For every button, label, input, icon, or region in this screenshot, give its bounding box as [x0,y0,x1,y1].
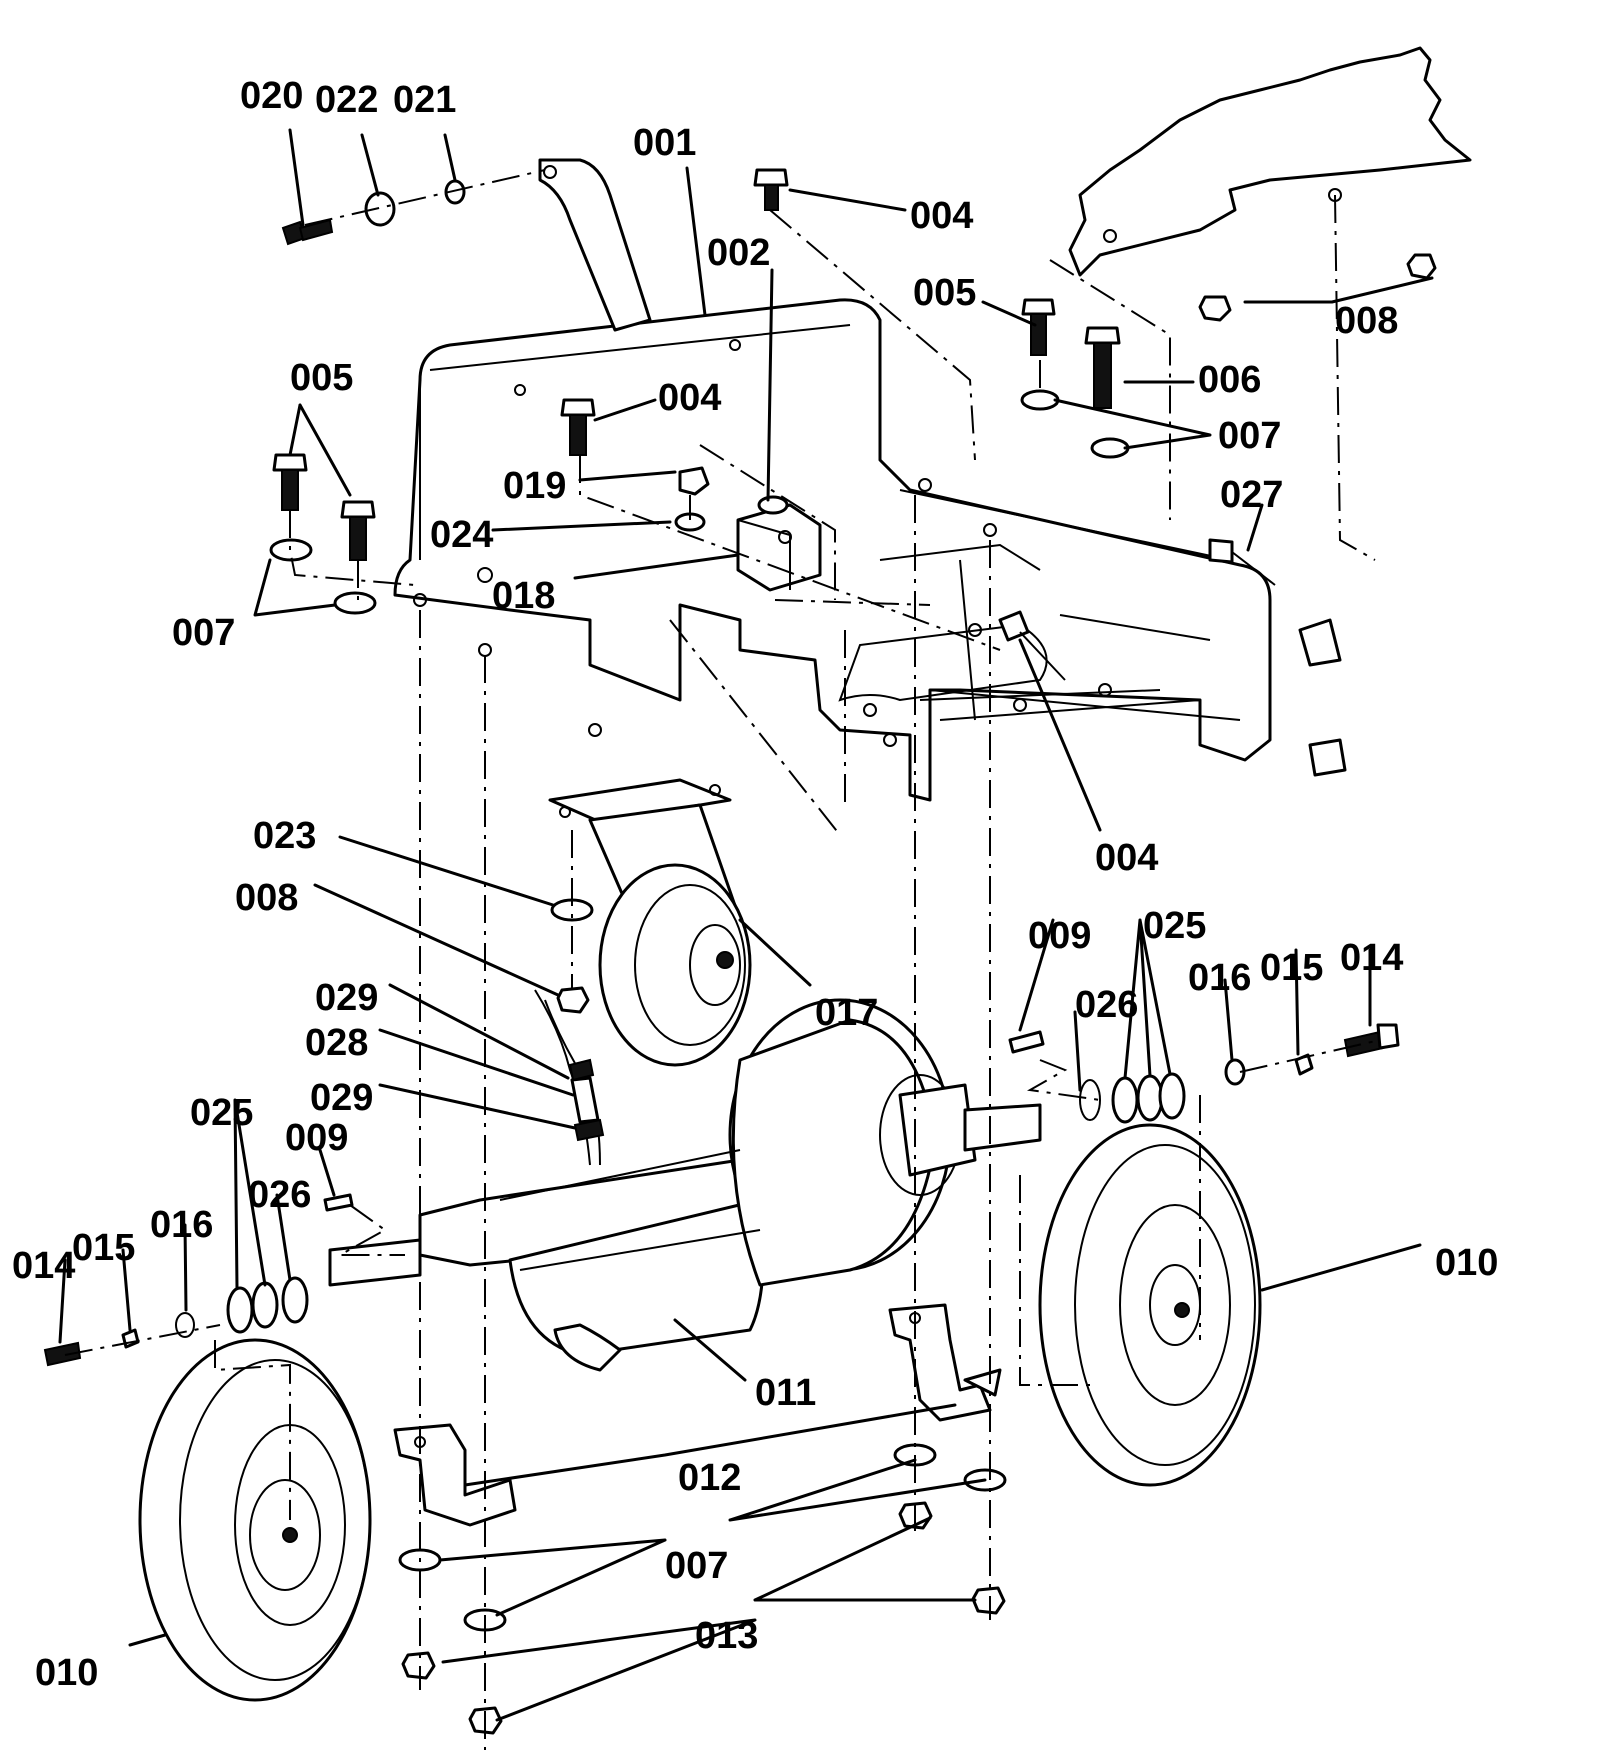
callout-017: 017 [815,992,878,1034]
callout-007-left: 007 [172,612,235,654]
callout-labels: 020 022 021 001 004 002 005 008 006 005 … [12,75,1498,1694]
bracket-018 [736,503,822,592]
callout-005-right: 005 [913,272,976,314]
callout-001: 001 [633,122,696,164]
callout-019: 019 [503,465,566,507]
callout-020: 020 [240,75,303,117]
callout-014-right: 014 [1340,937,1403,979]
callout-002: 002 [707,232,770,274]
callout-018: 018 [492,575,555,617]
wheel-010-left [138,1338,372,1702]
hardware [43,168,1437,1735]
wheel-010-right [1038,1123,1262,1487]
callout-029-top: 029 [315,977,378,1019]
callout-004-low: 004 [1095,837,1158,879]
callout-011: 011 [755,1372,816,1414]
callout-021: 021 [393,79,456,121]
callout-010-right: 010 [1435,1242,1498,1284]
callout-014-left: 014 [12,1245,75,1287]
callout-015-left: 015 [72,1227,135,1269]
callout-009-left: 009 [285,1117,348,1159]
assembly-centerlines [64,169,1381,1750]
callout-008-top: 008 [1335,300,1398,342]
callout-004-mid: 004 [658,377,721,419]
callout-010-left: 010 [35,1652,98,1694]
callout-026-right: 026 [1075,984,1138,1026]
bracket-012-left [393,1423,517,1527]
callout-025-right: 025 [1143,905,1206,947]
callout-025-left: 025 [190,1092,253,1134]
callout-009-right: 009 [1028,915,1091,957]
deck-panel-fragment [1068,46,1472,277]
callout-016-left: 016 [150,1204,213,1246]
callout-015-right: 015 [1260,947,1323,989]
callout-005-left: 005 [290,357,353,399]
callout-027: 027 [1220,474,1283,516]
callout-007-right: 007 [1218,415,1281,457]
callout-029-low: 029 [310,1077,373,1119]
callout-016-right: 016 [1188,957,1251,999]
transaxle-motor-011 [328,989,1042,1372]
callout-012: 012 [678,1457,741,1499]
callout-022: 022 [315,79,378,121]
callout-013: 013 [695,1615,758,1657]
bracket-012-right [888,1303,1002,1422]
callout-008-low: 008 [235,877,298,919]
callout-006: 006 [1198,359,1261,401]
leader-lines [58,128,1434,1722]
chassis-frame [393,158,1347,802]
caster-017 [548,778,752,1067]
callout-026-left: 026 [248,1174,311,1216]
callout-007-bottom: 007 [665,1545,728,1587]
callout-028: 028 [305,1022,368,1064]
callout-004-top: 004 [910,195,973,237]
callout-023: 023 [253,815,316,857]
callout-024: 024 [430,514,493,556]
